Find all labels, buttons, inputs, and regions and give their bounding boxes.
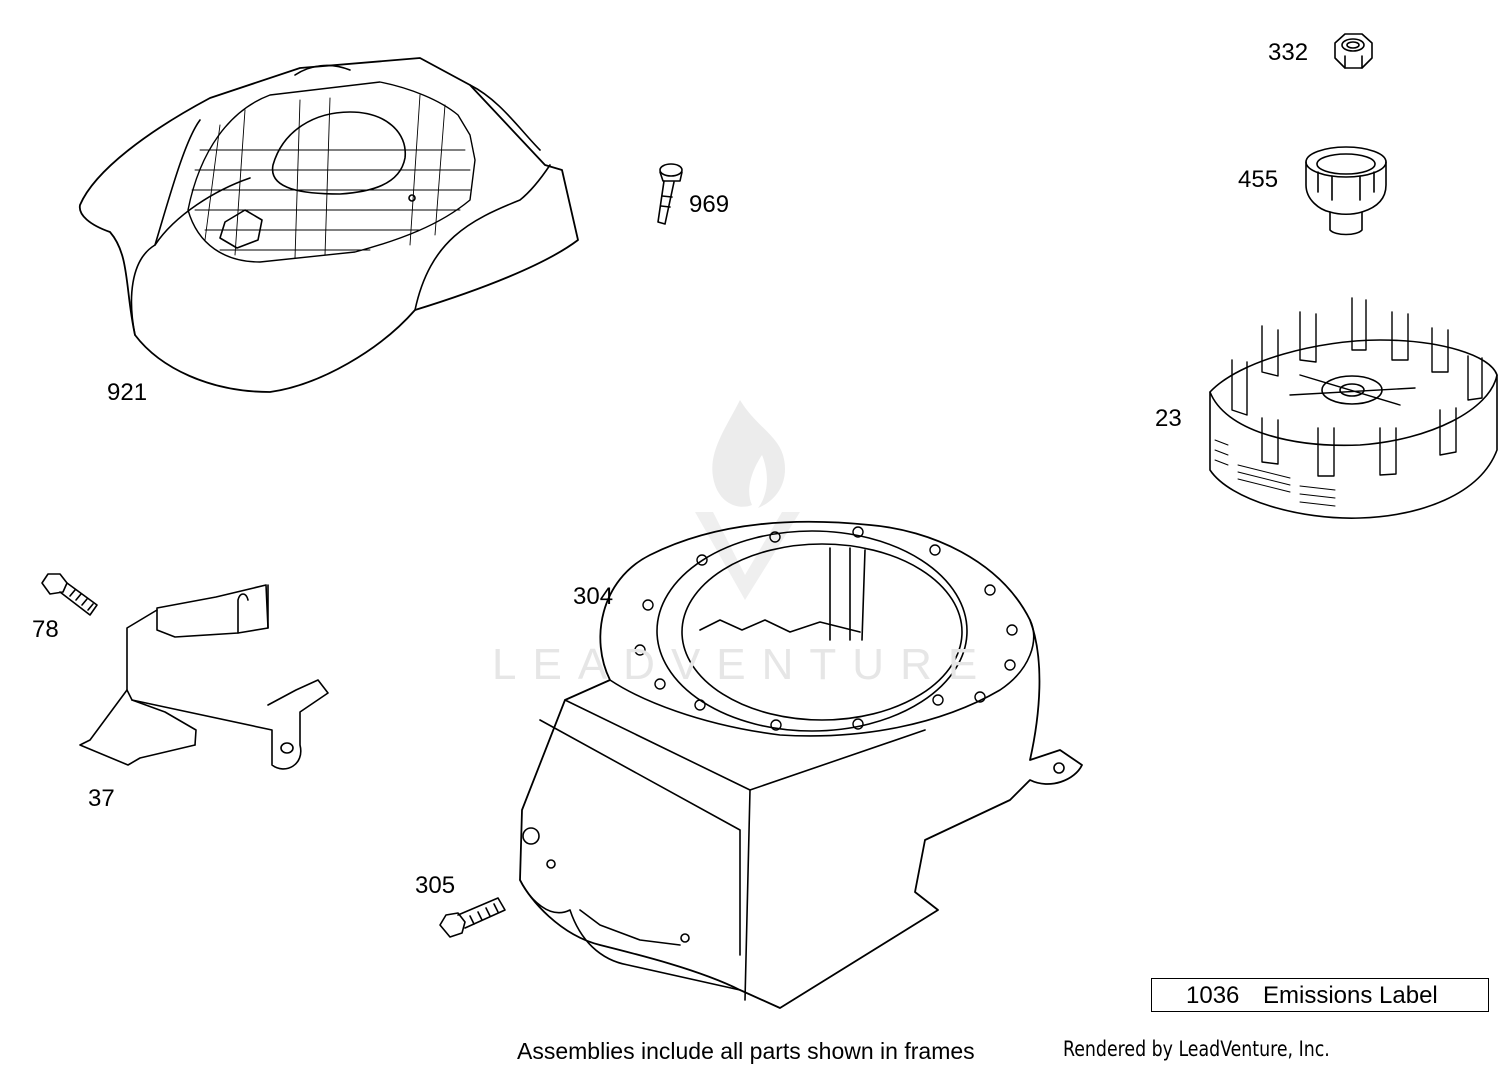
part-455-cup <box>1305 146 1387 236</box>
callout-23[interactable]: 23 <box>1155 405 1182 432</box>
part-969-screw <box>657 163 683 225</box>
callout-37[interactable]: 37 <box>88 785 115 812</box>
part-37-baffle <box>79 584 329 770</box>
callout-969[interactable]: 969 <box>689 191 730 218</box>
assemblies-note: Assemblies include all parts shown in fr… <box>517 1038 975 1064</box>
frame-emissions-label[interactable]: 1036 Emissions Label <box>1151 978 1489 1012</box>
part-332-nut <box>1334 33 1373 69</box>
callout-332[interactable]: 332 <box>1268 39 1309 66</box>
part-78-bolt <box>41 573 98 616</box>
frame-label: Emissions Label <box>1263 982 1438 1009</box>
frame-number: 1036 <box>1186 982 1240 1009</box>
watermark-text: LEADVENTURE <box>492 640 994 689</box>
render-credit: Rendered by LeadVenture, Inc. <box>1063 1037 1330 1061</box>
callout-455[interactable]: 455 <box>1238 166 1279 193</box>
part-304-housing <box>519 520 1083 1009</box>
part-921-cover <box>78 57 579 393</box>
watermark-logo <box>695 400 800 600</box>
part-23-flywheel <box>1209 297 1498 519</box>
callout-305[interactable]: 305 <box>415 872 456 899</box>
part-305-bolt <box>439 897 506 938</box>
callout-304[interactable]: 304 <box>573 583 614 610</box>
callout-78[interactable]: 78 <box>32 616 59 643</box>
callout-921[interactable]: 921 <box>107 379 148 406</box>
